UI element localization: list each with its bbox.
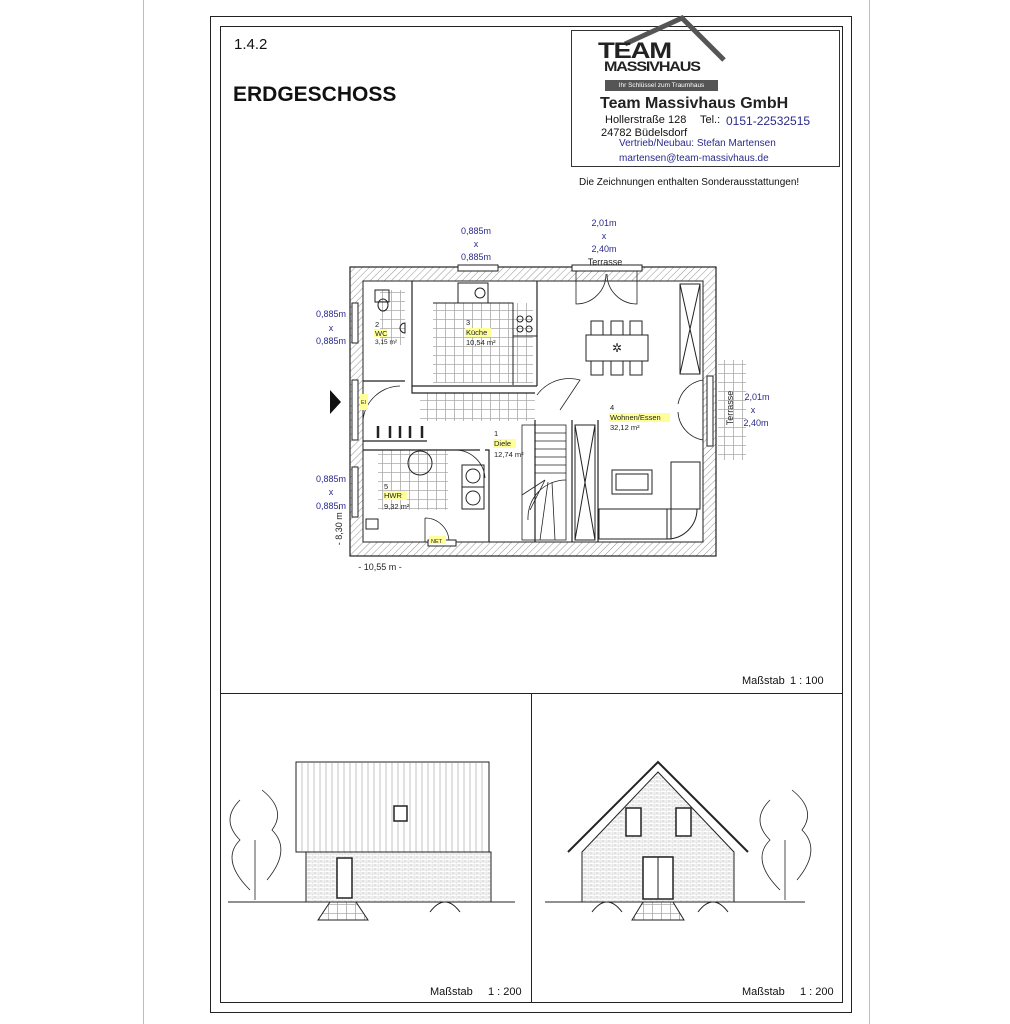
window-left1-width: 0,885m (316, 309, 346, 319)
plan-scale-label: Maßstab (742, 675, 785, 687)
room-5-area: 9,32 m² (384, 502, 410, 511)
window-top-x: x (474, 239, 479, 249)
window-left2-height: 0,885m (316, 501, 346, 511)
staircase (521, 424, 567, 541)
page-edge-right (869, 0, 870, 1024)
company-name: Team Massivhaus GmbH (600, 95, 789, 112)
room-5-name: HWR (384, 491, 402, 500)
terrace-top-label: Terrasse (588, 257, 623, 267)
window-left2-width: 0,885m (316, 474, 346, 484)
floor-tiles (378, 290, 746, 510)
terrace-right-x: x (751, 405, 756, 415)
window-top-height: 0,885m (461, 252, 491, 262)
room-1-area: 12,74 m² (494, 450, 524, 459)
front-elevation (545, 760, 812, 921)
room-5-number: 5 (384, 482, 388, 491)
side-elevation (228, 761, 515, 921)
company-email[interactable]: martensen@team-massivhaus.de (619, 153, 769, 164)
width-dimension: - 10,55 m - (358, 562, 402, 572)
sales-contact: Vertrieb/Neubau: Stefan Martensen (619, 138, 776, 149)
room-2-number: 2 (375, 320, 379, 329)
entrance-arrow-icon (330, 390, 341, 414)
terrace-right-label: Terrasse (725, 391, 735, 426)
special-equipment-notice: Die Zeichnungen enthalten Sonderausstatt… (579, 177, 800, 188)
dining-table: ✲ (585, 320, 649, 376)
electric-label: El (361, 400, 366, 406)
svg-text:✲: ✲ (612, 341, 622, 355)
logo-team: TEAM (598, 38, 672, 63)
terrace-right-height: 2,40m (743, 418, 768, 428)
room-4-area: 32,12 m² (610, 423, 640, 432)
terrace-top-width: 2,01m (591, 218, 616, 228)
room-2-name: WC (375, 329, 388, 338)
room-2-area: 3,15 m² (375, 339, 398, 346)
room-4-number: 4 (610, 403, 614, 412)
kitchen-furniture (433, 282, 537, 385)
wc-fixtures (374, 289, 406, 334)
window-top-width: 0,885m (461, 226, 491, 236)
doors (362, 270, 704, 543)
window-left2-x: x (329, 487, 334, 497)
terrace-top-x: x (602, 231, 607, 241)
terrace-right-width: 2,01m (744, 392, 769, 402)
company-box (571, 30, 840, 167)
divider-vertical (531, 693, 532, 1002)
plan-scale-value: 1 : 100 (790, 675, 824, 687)
company-street: Hollerstraße 128 (605, 114, 687, 126)
utility-room-furniture (365, 426, 485, 530)
window-left1-x: x (329, 323, 334, 333)
company-phone[interactable]: 0151-22532515 (726, 114, 811, 128)
room-1-number: 1 (494, 429, 498, 438)
logo-roof-icon (623, 15, 726, 62)
terrace-top-height: 2,40m (591, 244, 616, 254)
logo-slogan: Ihr Schlüssel zum Traumhaus (605, 80, 718, 91)
elevation-right-scale-label: Maßstab (742, 986, 785, 998)
depth-dimension: - 8,30 m - (334, 507, 344, 546)
logo-massivhaus: MASSIVHAUS (604, 58, 701, 74)
section-number: 1.4.2 (234, 36, 268, 53)
page-title: ERDGESCHOSS (233, 83, 397, 106)
company-city: 24782 Büdelsdorf (601, 127, 688, 139)
tel-label: Tel.: (700, 114, 721, 126)
elevation-left-scale-label: Maßstab (430, 986, 473, 998)
window-left1-height: 0,885m (316, 336, 346, 346)
room-4-name: Wohnen/Essen (610, 413, 661, 422)
inner-frame (220, 26, 843, 1003)
room-3-name: Küche (466, 328, 487, 337)
elevation-right-scale-value: 1 : 200 (800, 986, 834, 998)
elevation-left-scale-value: 1 : 200 (488, 986, 522, 998)
room-3-area: 10,54 m² (466, 338, 496, 347)
living-furniture (574, 283, 701, 541)
net-label: NET (431, 539, 443, 545)
room-1-name: Diele (494, 439, 511, 448)
interior-walls (363, 281, 599, 542)
page-edge-left (143, 0, 144, 1024)
outer-frame (210, 16, 852, 1013)
room-3-number: 3 (466, 318, 470, 327)
